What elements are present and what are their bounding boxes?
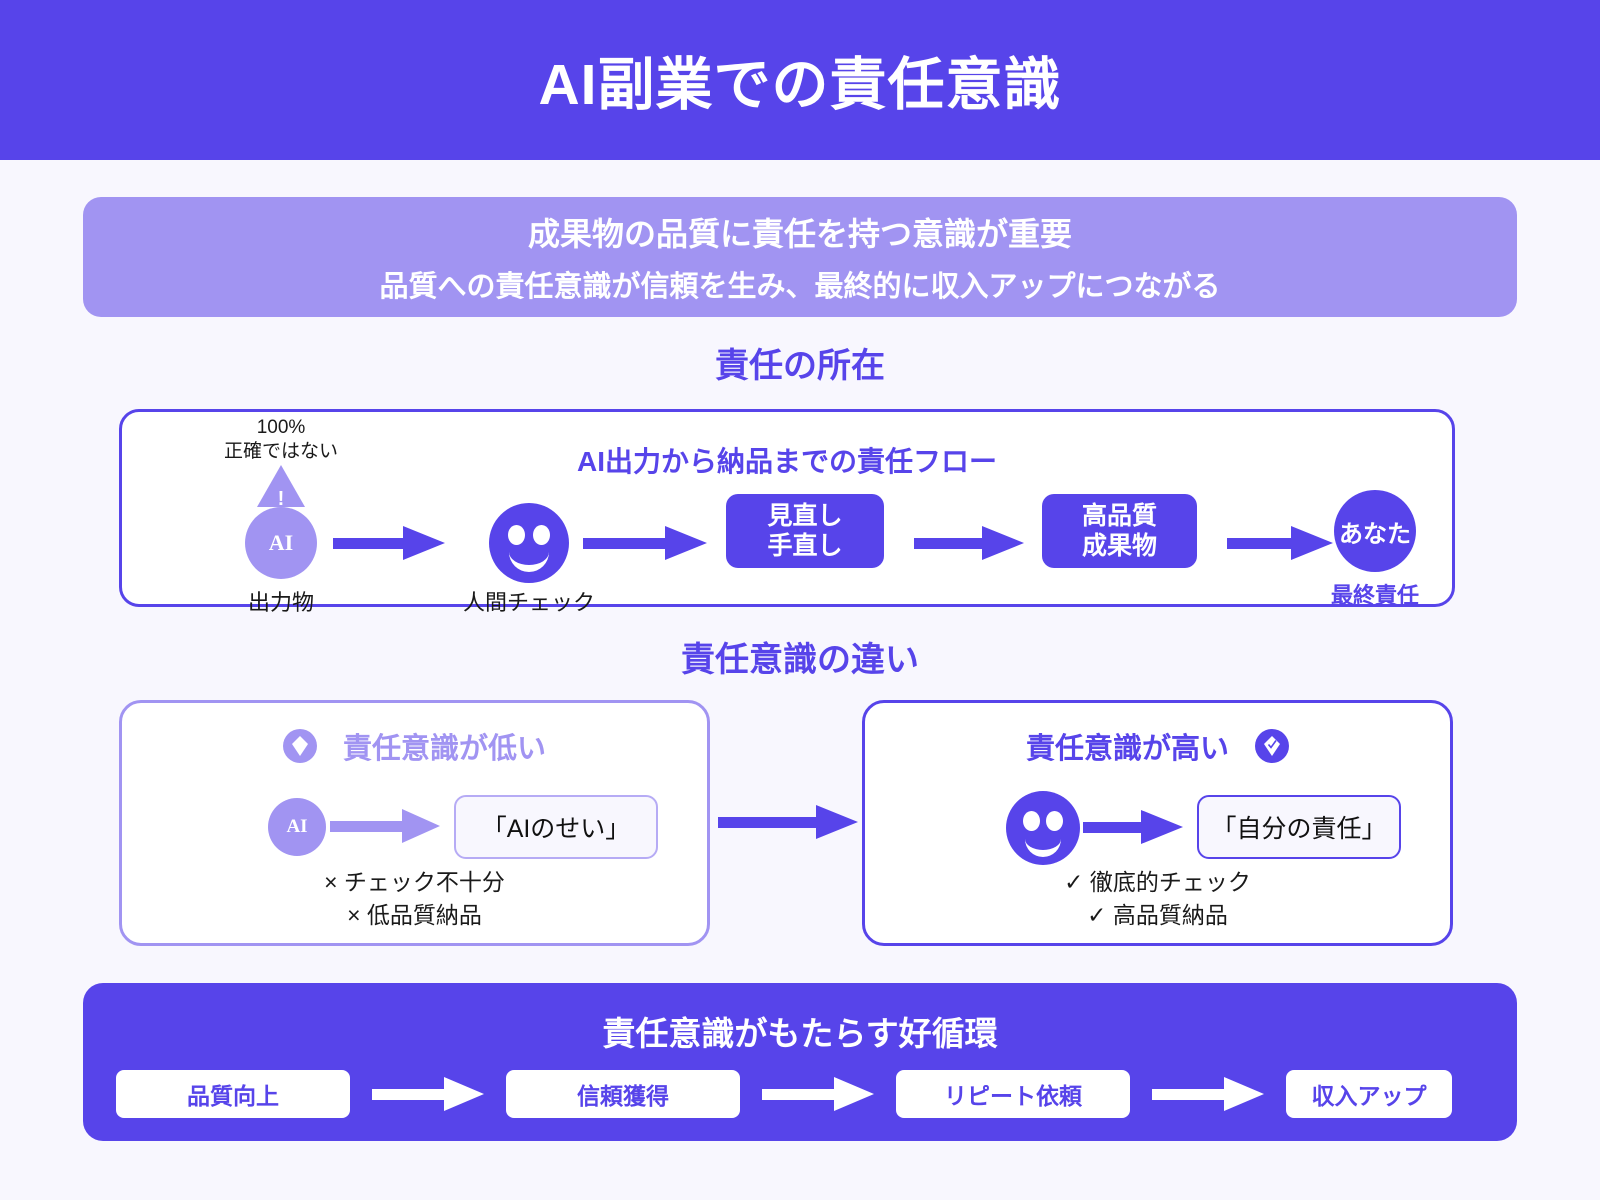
comparison-card-high: 責任意識が高い 「自分の責任」 ✓ 徹底的チェック ✓ 高品質納品: [862, 700, 1453, 946]
flow-arrow-2: [583, 526, 707, 560]
cycle-arrow-2: [762, 1077, 874, 1111]
cycle-arrow-1: [372, 1077, 484, 1111]
page-title: AI副業での責任意識: [538, 53, 1062, 117]
subtitle-banner: 成果物の品質に責任を持つ意識が重要 品質への責任意識が信頼を生み、最終的に収入ア…: [83, 197, 1517, 317]
flow-node-quality-line2: 成果物: [1081, 532, 1157, 560]
comparison-high-bullet-1: ✓ 徹底的チェック: [1064, 869, 1251, 895]
gem-pin-icon: [282, 729, 317, 763]
flow-node-human-check-label: 人間チェック: [462, 590, 595, 615]
flow-node-human-check: 人間チェック: [463, 503, 595, 615]
page-header: AI副業での責任意識: [0, 0, 1600, 160]
flow-title: AI出力から納品までの責任フロー: [576, 446, 997, 477]
comparison-high-human-node: [1006, 791, 1080, 865]
warning-triangle-icon: [257, 465, 305, 507]
comparison-low-bullets: × チェック不十分 × 低品質納品: [122, 866, 707, 931]
gem-check-shape: [1264, 736, 1280, 756]
flow-node-review-line1: 見直し: [767, 501, 843, 530]
comparison-card-low: 責任意識が低い AI 「AIのせい」 × チェック不十分 × 低品質納品: [119, 700, 710, 946]
you-circle: あなた: [1334, 490, 1416, 572]
warning-text: 100% 正確ではない: [171, 416, 391, 464]
subtitle-primary: 成果物の品質に責任を持つ意識が重要: [527, 216, 1072, 252]
cycle-title: 責任意識がもたらす好循環: [602, 1015, 998, 1052]
comparison-low-quote: 「AIのせい」: [454, 795, 658, 859]
comparison-transition-arrow: [718, 805, 858, 839]
flow-node-ai: AI 出力物: [245, 507, 317, 615]
comparison-high-quote: 「自分の責任」: [1197, 795, 1401, 859]
comparison-low-bullet-1: × チェック不十分: [324, 869, 505, 895]
cycle-step-1: 品質向上: [116, 1070, 350, 1118]
warning-line1: 100%: [256, 417, 306, 438]
comparison-high-header: 責任意識が高い: [865, 725, 1450, 767]
cycle-step-4: 収入アップ: [1286, 1070, 1452, 1118]
comparison-high-bullets: ✓ 徹底的チェック ✓ 高品質納品: [865, 866, 1450, 931]
comparison-low-bullet-2: × 低品質納品: [347, 901, 482, 928]
comparison-low-title: 責任意識が低い: [342, 733, 546, 765]
flow-node-review: 見直し 手直し: [726, 494, 884, 568]
comparison-low-header: 責任意識が低い: [122, 725, 707, 767]
comparison-low-ai-node: AI: [268, 798, 326, 856]
warning-exclamation: !: [277, 488, 285, 510]
gem-shape: [291, 736, 308, 756]
gem-check-pin-icon: [1255, 729, 1289, 763]
warning-line2: 正確ではない: [223, 440, 338, 462]
flow-arrow-3: [914, 526, 1024, 560]
comparison-high-arrow: [1083, 810, 1183, 844]
flow-node-you-label: 最終責任: [1330, 583, 1419, 608]
responsibility-flow-card: AI出力から納品までの責任フロー 100% 正確ではない ! AI 出力物 人間…: [119, 409, 1455, 615]
cycle-arrow-3: [1152, 1077, 1264, 1111]
section-heading-responsibility-location: 責任の所在: [715, 347, 885, 385]
smiley-face-icon: [489, 503, 569, 583]
section-heading-awareness-difference: 責任意識の違い: [681, 641, 919, 679]
flow-node-you: あなた 最終責任: [1331, 490, 1419, 608]
flow-node-quality: 高品質 成果物: [1042, 494, 1197, 568]
ai-circle: AI: [245, 507, 317, 579]
flow-node-review-line2: 手直し: [767, 532, 843, 560]
comparison-low-arrow: [330, 809, 440, 843]
cycle-step-3: リピート依頼: [896, 1070, 1130, 1118]
flow-node-ai-label: 出力物: [247, 590, 314, 615]
flow-node-quality-line1: 高品質: [1081, 501, 1157, 530]
virtuous-cycle-panel: 責任意識がもたらす好循環: [83, 983, 1517, 1141]
comparison-high-title: 責任意識が高い: [1025, 733, 1229, 765]
comparison-high-bullet-2: ✓ 高品質納品: [1087, 901, 1228, 928]
cycle-step-2: 信頼獲得: [506, 1070, 740, 1118]
subtitle-secondary: 品質への責任意識が信頼を生み、最終的に収入アップにつながる: [379, 271, 1221, 303]
smiley-face-icon-high: [1006, 791, 1080, 865]
flow-arrow-1: [333, 526, 445, 560]
ai-circle-low: AI: [268, 798, 326, 856]
flow-arrow-4: [1227, 526, 1333, 560]
